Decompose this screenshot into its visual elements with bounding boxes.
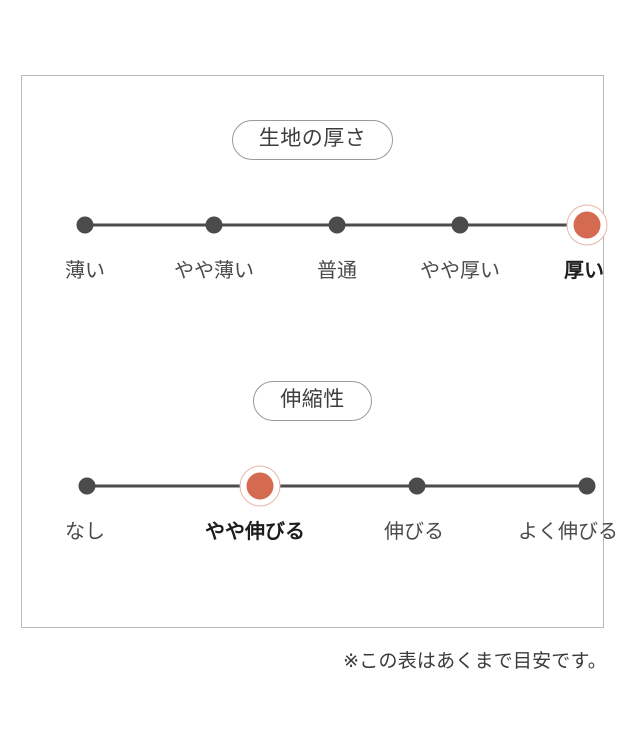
scale-label-fabric-thickness-2: 普通 xyxy=(317,260,357,283)
scale-node-stretchiness-2[interactable] xyxy=(408,477,426,495)
scale-node-stretchiness-1-selected[interactable] xyxy=(246,472,274,500)
scale-section-fabric-thickness: 生地の厚さ 薄い やや薄い 普通 やや厚い 厚い xyxy=(22,120,604,290)
fabric-spec-panel: 生地の厚さ 薄い やや薄い 普通 やや厚い 厚い 伸縮性 xyxy=(21,75,618,628)
scale-labels-stretchiness: なし やや伸びる 伸びる よく伸びる xyxy=(22,517,618,551)
scale-title-badge-fabric-thickness: 生地の厚さ xyxy=(231,120,394,161)
scale-labels-fabric-thickness: 薄い やや薄い 普通 やや厚い 厚い xyxy=(22,256,604,290)
scale-label-stretchiness-0: なし xyxy=(65,521,105,544)
chart-footnote: ※この表はあくまで目安です。 xyxy=(343,651,607,672)
badge-row-stretchiness: 伸縮性 xyxy=(22,381,603,422)
scale-label-fabric-thickness-1: やや薄い xyxy=(174,260,254,283)
scale-label-fabric-thickness-0: 薄い xyxy=(65,260,105,283)
scale-title-badge-stretchiness: 伸縮性 xyxy=(253,381,372,422)
scale-node-fabric-thickness-3[interactable] xyxy=(451,216,469,234)
scale-node-stretchiness-0[interactable] xyxy=(78,477,96,495)
scale-label-stretchiness-1-selected: やや伸びる xyxy=(205,521,305,544)
scale-node-fabric-thickness-1[interactable] xyxy=(205,216,223,234)
scale-label-stretchiness-3: よく伸びる xyxy=(518,521,618,544)
slider-track-fabric-thickness[interactable] xyxy=(22,202,603,248)
track-line-stretchiness xyxy=(87,484,587,488)
badge-row-fabric-thickness: 生地の厚さ xyxy=(22,120,603,161)
scale-label-fabric-thickness-4-selected: 厚い xyxy=(564,260,604,283)
scale-node-stretchiness-3[interactable] xyxy=(578,477,596,495)
scale-node-fabric-thickness-2[interactable] xyxy=(328,216,346,234)
slider-track-stretchiness[interactable] xyxy=(22,463,603,509)
scale-node-fabric-thickness-0[interactable] xyxy=(76,216,94,234)
scale-node-fabric-thickness-4-selected[interactable] xyxy=(573,211,601,239)
scale-label-stretchiness-2: 伸びる xyxy=(384,521,444,544)
scale-section-stretchiness: 伸縮性 なし やや伸びる 伸びる よく伸びる xyxy=(22,381,618,551)
scale-label-fabric-thickness-3: やや厚い xyxy=(420,260,500,283)
